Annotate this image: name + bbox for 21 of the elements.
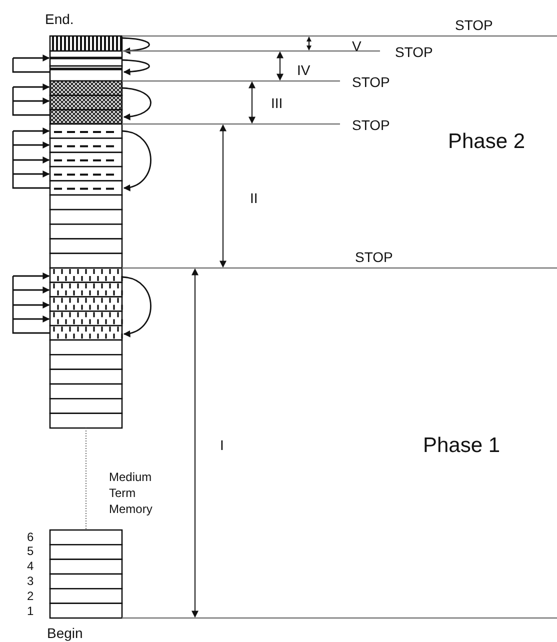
- stop-label: STOP: [395, 45, 433, 59]
- interval-label: IV: [297, 63, 310, 77]
- stack-end-label: End.: [45, 12, 74, 26]
- interval-label: II: [250, 191, 258, 205]
- interval-label: III: [271, 96, 283, 110]
- row-number: 4: [27, 560, 34, 572]
- interval-label: V: [352, 39, 362, 53]
- phase-label: Phase 1: [423, 435, 500, 456]
- stop-label: STOP: [455, 18, 493, 32]
- row-number: 1: [27, 605, 34, 617]
- row-number: 2: [27, 590, 34, 602]
- stop-label: STOP: [352, 75, 390, 89]
- interval-label: I: [220, 438, 224, 452]
- row-number: 6: [27, 531, 34, 543]
- phase-label: Phase 2: [448, 131, 526, 152]
- row-number: 3: [27, 575, 34, 587]
- stop-label: STOP: [355, 250, 393, 264]
- stop-label: STOP: [352, 118, 390, 132]
- memory-label: Medium Term Memory: [109, 469, 154, 518]
- row-number: 5: [27, 545, 34, 557]
- stack-begin-label: Begin: [47, 626, 83, 640]
